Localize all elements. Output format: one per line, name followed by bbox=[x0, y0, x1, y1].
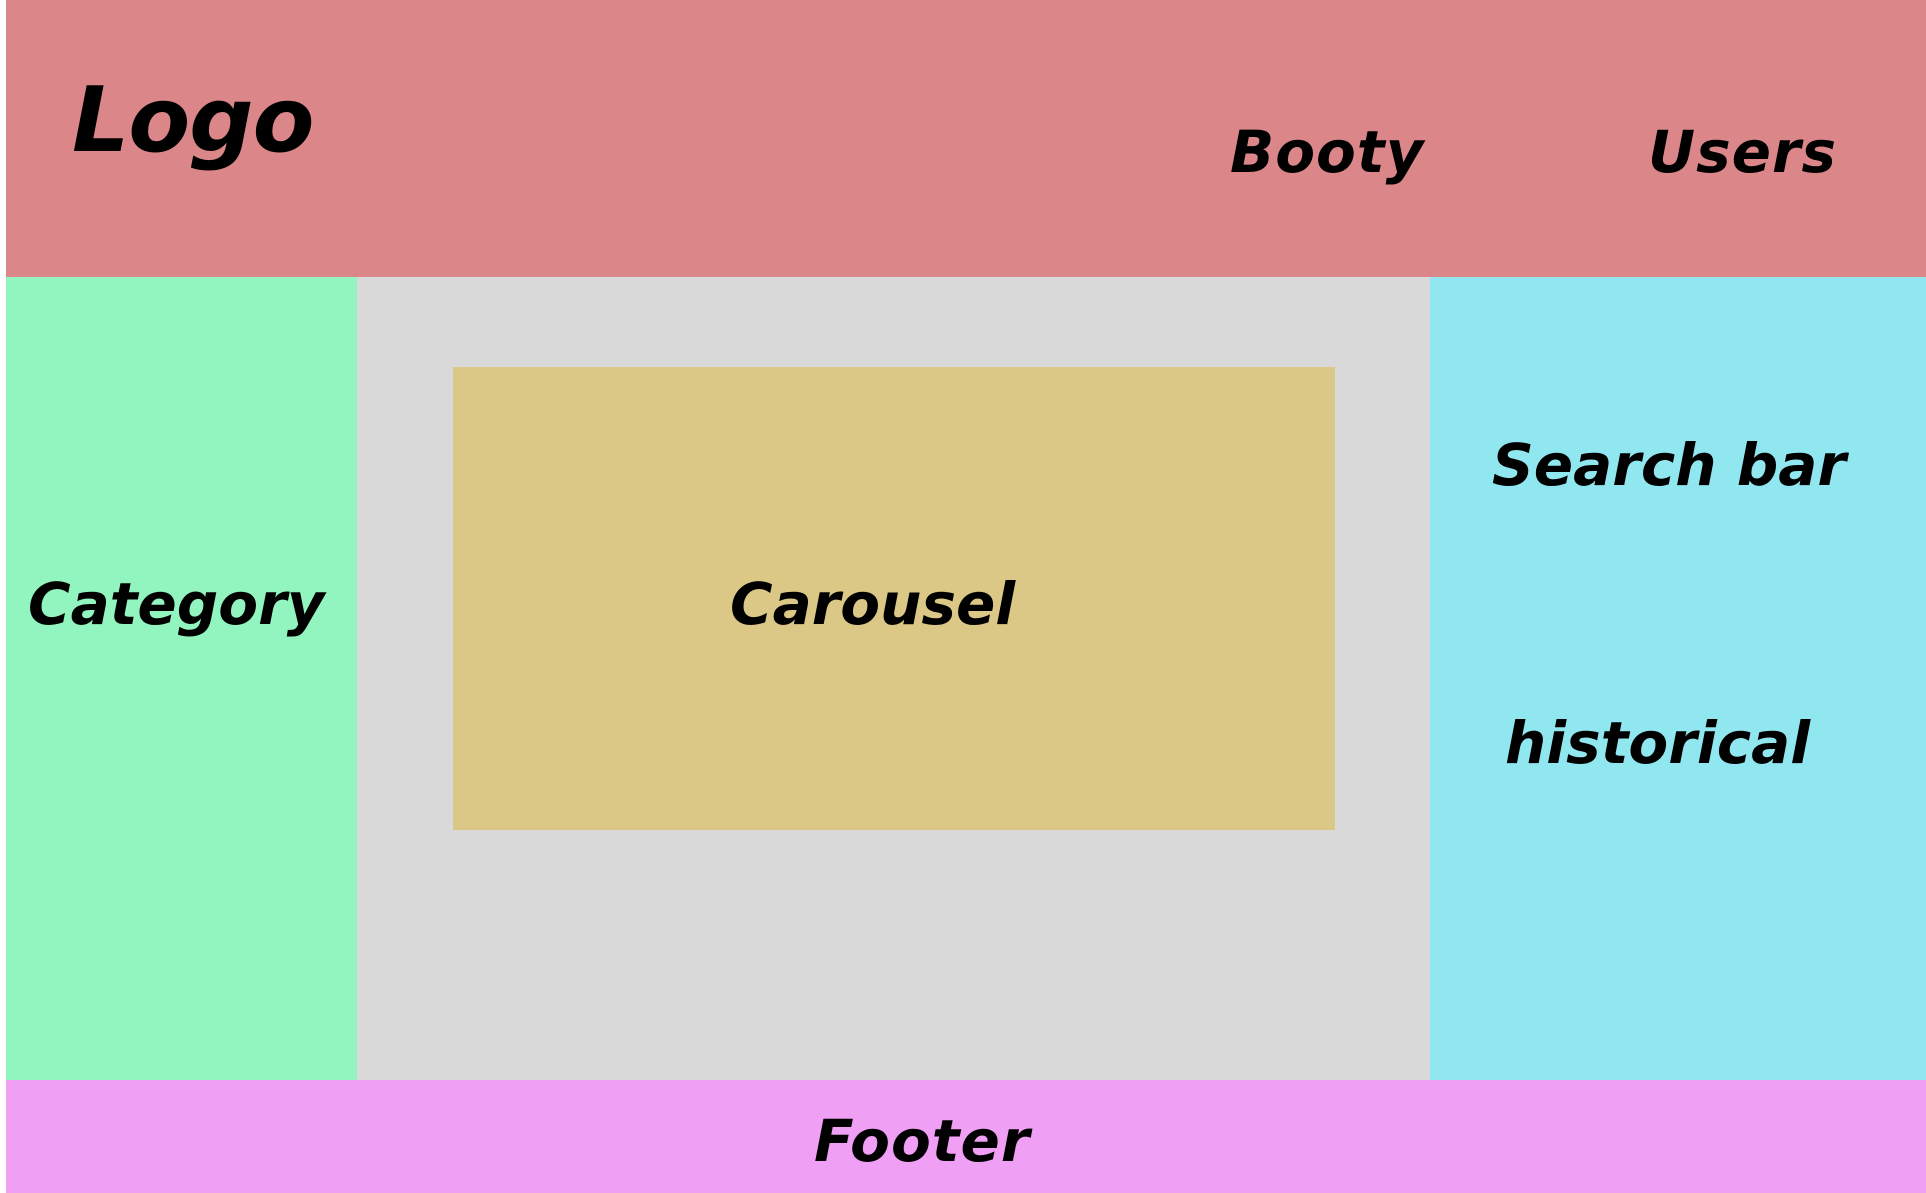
nav-item-booty: Booty bbox=[1230, 118, 1425, 186]
footer-label: Footer bbox=[814, 1107, 1031, 1175]
logo-label: Logo bbox=[72, 68, 314, 173]
carousel-block bbox=[453, 367, 1335, 830]
carousel-label: Carousel bbox=[730, 570, 1016, 638]
header-block bbox=[6, 0, 1926, 277]
search-bar-label: Search bar bbox=[1492, 431, 1846, 499]
nav-item-users: Users bbox=[1648, 118, 1838, 186]
footer-block bbox=[6, 1080, 1926, 1193]
category-label: Category bbox=[28, 570, 325, 638]
historical-label: historical bbox=[1505, 709, 1811, 777]
category-sidebar-block bbox=[6, 277, 357, 1080]
right-sidebar-block bbox=[1430, 277, 1926, 1080]
